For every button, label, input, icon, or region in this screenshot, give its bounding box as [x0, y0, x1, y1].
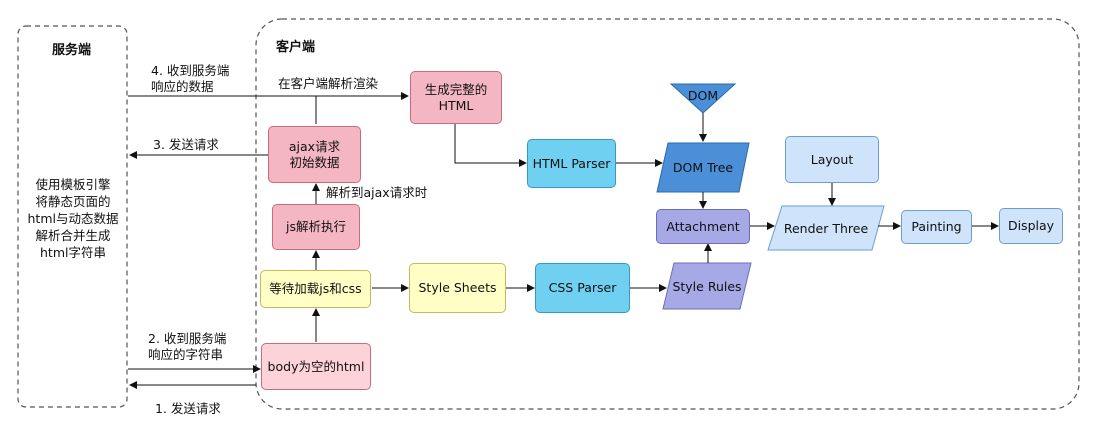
- server-desc-line: html字符串: [40, 245, 106, 260]
- server-desc-line: html与动态数据: [27, 211, 119, 226]
- node-ajax: ajax请求 初始数据: [268, 126, 361, 183]
- node-full-html: 生成完整的 HTML: [410, 71, 502, 124]
- server-container: [17, 25, 128, 408]
- render-tree-shape: [767, 205, 885, 251]
- dom-tree-shape: [656, 142, 750, 193]
- label-recv-str: 2. 收到服务端 响应的字符串: [148, 331, 226, 363]
- label-parse-to-ajax: 解析到ajax请求时: [326, 185, 428, 200]
- label-send-req-1: 1. 发送请求: [155, 401, 221, 416]
- client-container: [255, 18, 1080, 410]
- node-painting: Painting: [901, 210, 972, 244]
- node-text: HTML: [438, 97, 474, 113]
- server-title: 服务端: [52, 43, 92, 58]
- node-text: 初始数据: [289, 154, 340, 170]
- label-line: 2. 收到服务端: [148, 331, 227, 346]
- server-desc-line: 解析合并生成: [35, 228, 111, 243]
- node-body-html: body为空的html: [261, 343, 371, 390]
- edge-fullhtml-parser: [454, 124, 527, 167]
- node-layout: Layout: [785, 136, 879, 183]
- node-display: Display: [999, 208, 1063, 244]
- node-style-rules: Style Rules: [672, 278, 742, 294]
- node-attachment: Attachment: [656, 209, 750, 244]
- node-js-exec: js解析执行: [272, 204, 360, 250]
- server-desc-line: 将静态页面的: [35, 194, 111, 209]
- label-line: 响应的字符串: [148, 347, 224, 362]
- node-css-parser: CSS Parser: [535, 263, 630, 313]
- label-line: 4. 收到服务端: [151, 63, 230, 78]
- node-text: 生成完整的: [424, 81, 488, 97]
- label-line: 响应的数据: [151, 79, 214, 94]
- node-wait-load: 等待加载js和css: [260, 270, 371, 308]
- server-desc-line: 使用模板引擎: [35, 177, 111, 192]
- node-html-parser: HTML Parser: [527, 139, 616, 188]
- node-dom-tree: DOM Tree: [672, 160, 734, 175]
- node-style-sheets: Style Sheets: [409, 263, 506, 313]
- server-description: 使用模板引擎 将静态页面的 html与动态数据 解析合并生成 html字符串: [22, 176, 124, 261]
- dom-triangle: [669, 83, 737, 114]
- node-render-tree: Render Three: [783, 220, 869, 236]
- style-rules-shape: [662, 262, 752, 310]
- client-title: 客户端: [276, 40, 316, 55]
- label-send-req-3: 3. 发送请求: [153, 137, 219, 152]
- node-text: ajax请求: [288, 138, 341, 154]
- label-recv-data: 4. 收到服务端 响应的数据: [151, 63, 229, 95]
- node-dom: DOM: [687, 87, 719, 103]
- label-render-client: 在客户端解析渲染: [278, 76, 379, 91]
